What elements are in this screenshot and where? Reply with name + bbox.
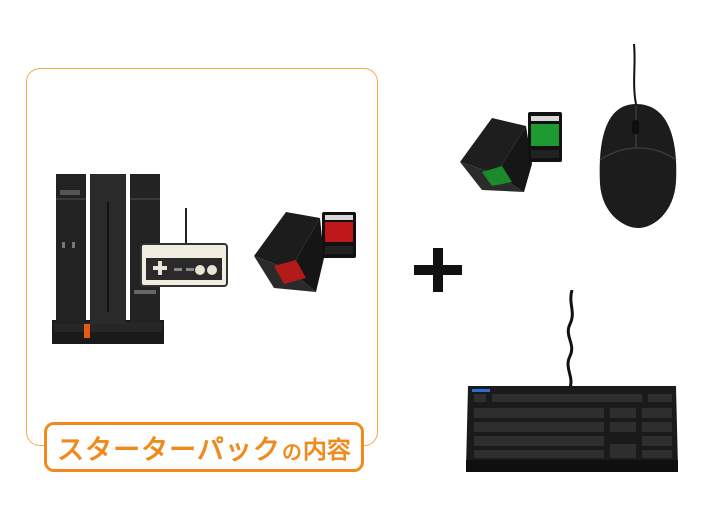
controller (140, 208, 230, 288)
plus-icon (412, 248, 464, 292)
cartridge-green (456, 112, 572, 192)
label-starter-pack: スターターパック (57, 434, 281, 466)
cartridge-red (250, 208, 362, 294)
keyboard (464, 290, 680, 476)
starter-pack-label: スターターパック の 内容 (44, 422, 364, 472)
label-particle: の (281, 439, 302, 464)
label-contents: 内容 (302, 435, 351, 464)
mouse (594, 44, 680, 234)
